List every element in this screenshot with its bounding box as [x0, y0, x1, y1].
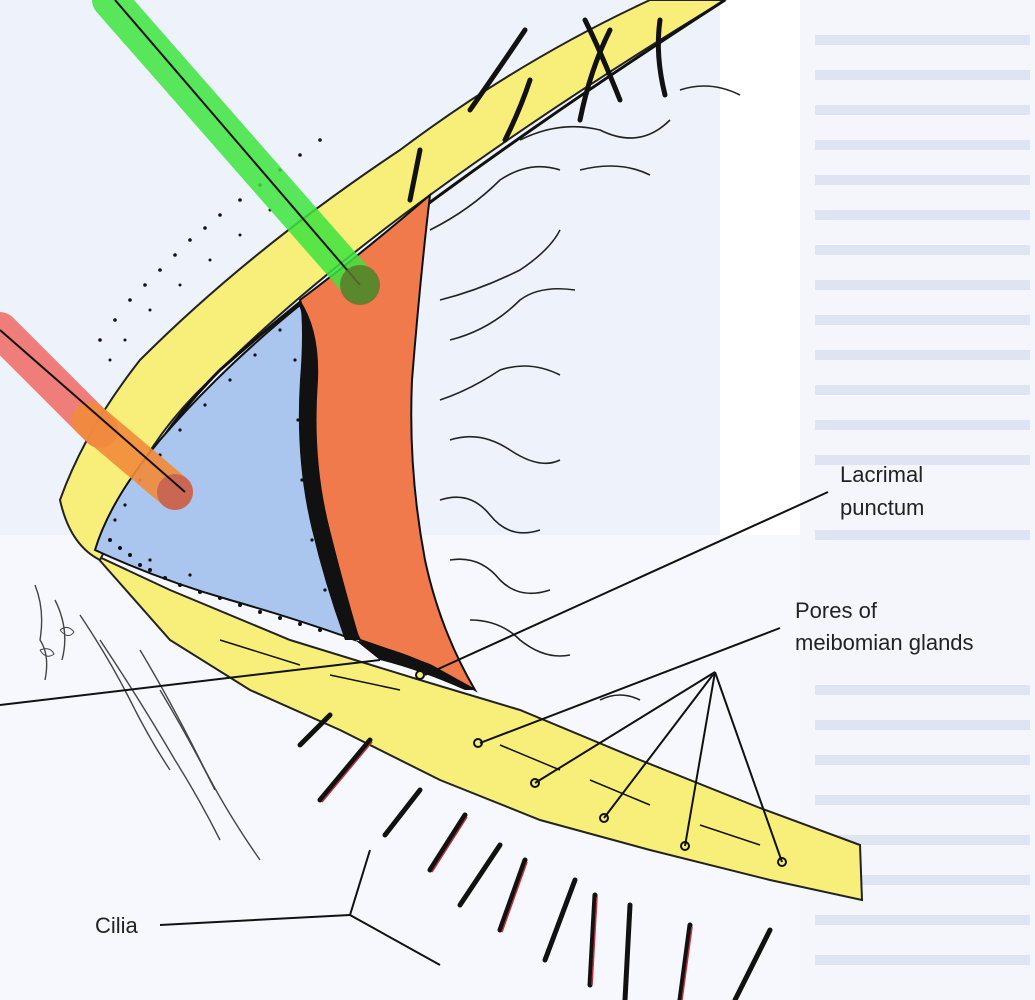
limbus-shadow [298, 300, 360, 640]
lower-eyelid [94, 554, 864, 902]
label-cilia: Cilia [95, 913, 139, 938]
cornea-stipple [108, 328, 327, 632]
lower-shadow [355, 640, 475, 690]
upper-lid-stipple [98, 138, 322, 362]
lower-cilia-red-tint [321, 741, 693, 1000]
lower-cilia [297, 712, 773, 1000]
label-meibomian-pores-line2: meibomian glands [795, 630, 974, 655]
lower-lid-dashes [219, 639, 761, 846]
leader-lines [0, 491, 829, 966]
label-lacrimal-punctum-line2: punctum [840, 495, 924, 520]
page-tint-right [800, 0, 1035, 1000]
ghost-text-lines [815, 35, 1030, 965]
label-lacrimal-punctum-line1: Lacrimal [840, 462, 923, 487]
upper-cilia [407, 17, 668, 203]
skin-folds [34, 584, 261, 861]
red-marker [0, 312, 193, 510]
blood-vessels [429, 85, 741, 701]
green-marker [92, 0, 380, 305]
label-meibomian-pores-line1: Pores of [795, 598, 878, 623]
